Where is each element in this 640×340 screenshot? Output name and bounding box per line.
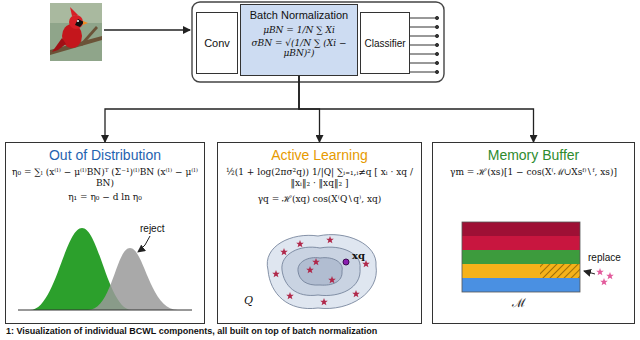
panel-title: Active Learning bbox=[271, 147, 368, 163]
formula: η₁ = η₀ − d ln η₀ bbox=[68, 192, 142, 202]
memory-buffer-panel: Memory Buffer γm = ℋ(xs)[1 − cos(X⁽ℳ∪Xsᶠ⁾… bbox=[432, 142, 635, 324]
network-frame bbox=[192, 2, 444, 82]
formula: γm = ℋ(xs)[1 − cos(X⁽ℳ∪Xsᶠ⁾∖ᶠ, xs)] bbox=[450, 167, 617, 178]
panel-title: Out of Distribution bbox=[49, 147, 161, 163]
formula: η₀ = ∑ₗ (x⁽ˡ⁾ − μ⁽ˡ⁾BN)ᵀ (Σ⁻¹)⁽ˡ⁾BN (x⁽ˡ… bbox=[11, 167, 199, 190]
caption: 1: Visualization of individual BCWL comp… bbox=[6, 326, 377, 336]
bird-photo bbox=[50, 3, 102, 61]
conv-block: Conv bbox=[196, 12, 238, 74]
connector-arrow bbox=[299, 76, 534, 142]
panel-title: Memory Buffer bbox=[488, 147, 580, 163]
block-label: Conv bbox=[204, 37, 230, 49]
ood-panel: Out of Distribution η₀ = ∑ₗ (x⁽ˡ⁾ − μ⁽ˡ⁾B… bbox=[5, 142, 205, 324]
block-label: Classifier bbox=[364, 38, 405, 49]
distribution-plot bbox=[18, 228, 192, 310]
classifier-block: Classifier bbox=[360, 12, 410, 74]
formula: γq = ℋ(xq) cos(X⁽Q∖q⁾, xq) bbox=[258, 192, 382, 205]
point-label: xq bbox=[352, 250, 365, 261]
annotation: replace bbox=[588, 252, 621, 263]
annotation: reject bbox=[140, 223, 164, 234]
set-label: Q bbox=[244, 294, 253, 307]
block-label: Batch Normalization bbox=[250, 9, 348, 21]
set-label: ℳ bbox=[512, 294, 526, 311]
formula: σBN = √(1/N ∑ (Xi − μBN)²) bbox=[244, 38, 354, 58]
output-lines bbox=[410, 16, 439, 73]
input-arrow bbox=[104, 29, 190, 30]
connector-arrow bbox=[105, 76, 299, 142]
formula: μBN = 1/N ∑ Xi bbox=[263, 25, 335, 35]
batchnorm-block: Batch Normalization μBN = 1/N ∑ Xi σBN = √… bbox=[240, 4, 358, 76]
formula: ½(1 + log(2πσ²q)) 1/|Q| ∑ᵢ₌₁,ᵢ≠q [ xᵢ · … bbox=[223, 167, 416, 190]
feature-cluster bbox=[267, 235, 376, 309]
